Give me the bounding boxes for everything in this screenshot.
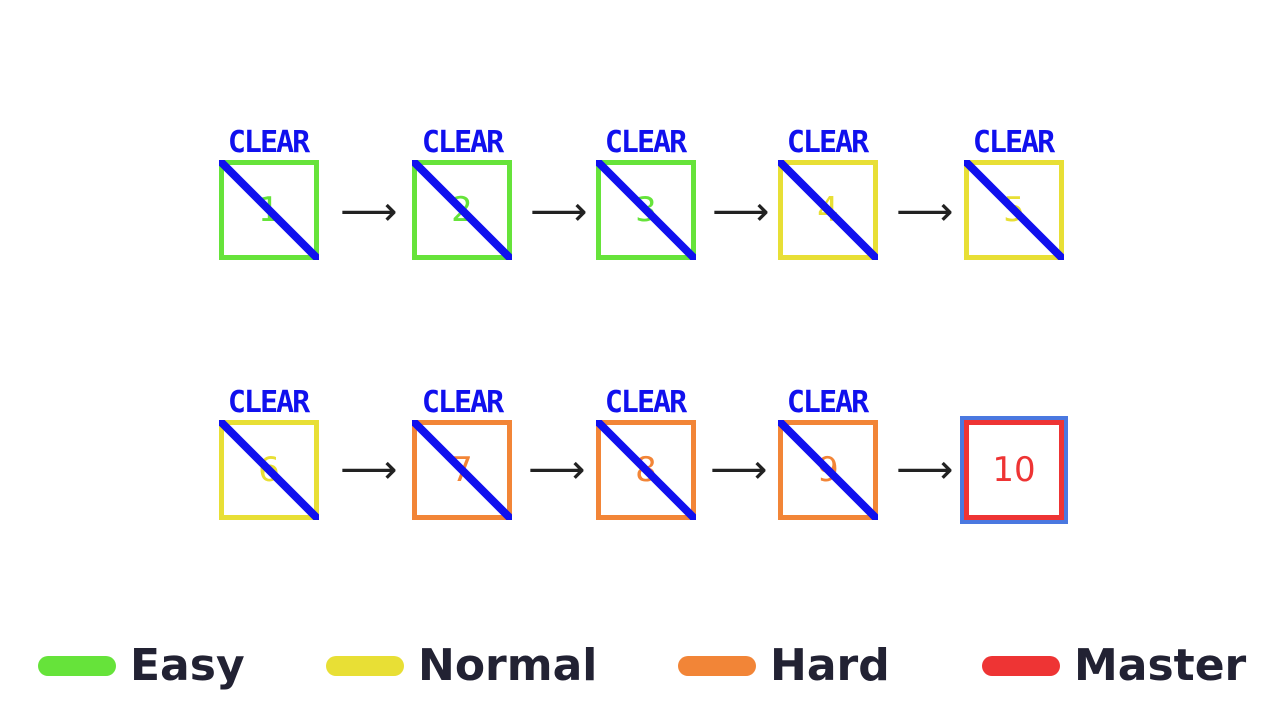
clear-label: CLEAR xyxy=(421,385,504,420)
level-number: 6 xyxy=(258,450,280,490)
legend-swatch-master xyxy=(982,656,1060,676)
arrow-right-icon: ⟶ xyxy=(528,447,586,493)
level-8-tile[interactable]: 8 xyxy=(596,420,696,520)
level-10-tile[interactable]: 10 xyxy=(960,416,1068,524)
legend-swatch-normal xyxy=(326,656,404,676)
arrow-right-icon: ⟶ xyxy=(530,189,588,235)
level-3-tile[interactable]: 3 xyxy=(596,160,696,260)
legend-label: Easy xyxy=(130,640,245,691)
level-6-tile[interactable]: 6 xyxy=(219,420,319,520)
level-5-tile[interactable]: 5 xyxy=(964,160,1064,260)
legend-easy: Easy xyxy=(38,636,245,696)
level-number: 1 xyxy=(258,190,280,230)
clear-label: CLEAR xyxy=(786,125,869,160)
legend-label: Normal xyxy=(418,640,598,691)
level-9-tile[interactable]: 9 xyxy=(778,420,878,520)
level-number: 7 xyxy=(451,450,473,490)
arrow-right-icon: ⟶ xyxy=(712,189,770,235)
arrow-right-icon: ⟶ xyxy=(710,447,768,493)
arrow-right-icon: ⟶ xyxy=(340,189,398,235)
arrow-right-icon: ⟶ xyxy=(896,447,954,493)
clear-label: CLEAR xyxy=(227,385,310,420)
level-number: 3 xyxy=(635,190,657,230)
legend-master: Master xyxy=(982,636,1246,696)
clear-label: CLEAR xyxy=(421,125,504,160)
legend-swatch-hard xyxy=(678,656,756,676)
legend-swatch-easy xyxy=(38,656,116,676)
level-1-tile[interactable]: 1 xyxy=(219,160,319,260)
level-7-tile[interactable]: 7 xyxy=(412,420,512,520)
arrow-right-icon: ⟶ xyxy=(896,189,954,235)
legend-normal: Normal xyxy=(326,636,597,696)
legend-hard: Hard xyxy=(678,636,890,696)
level-2-tile[interactable]: 2 xyxy=(412,160,512,260)
clear-label: CLEAR xyxy=(227,125,310,160)
clear-label: CLEAR xyxy=(604,125,687,160)
legend-label: Master xyxy=(1074,640,1247,691)
clear-label: CLEAR xyxy=(972,125,1055,160)
level-number: 2 xyxy=(451,190,473,230)
level-number: 8 xyxy=(635,450,657,490)
legend-label: Hard xyxy=(770,640,890,691)
clear-label: CLEAR xyxy=(786,385,869,420)
level-number: 5 xyxy=(1003,190,1025,230)
clear-label: CLEAR xyxy=(604,385,687,420)
level-number: 4 xyxy=(817,190,839,230)
level-4-tile[interactable]: 4 xyxy=(778,160,878,260)
level-number: 10 xyxy=(992,450,1036,490)
level-number: 9 xyxy=(817,450,839,490)
arrow-right-icon: ⟶ xyxy=(340,447,398,493)
